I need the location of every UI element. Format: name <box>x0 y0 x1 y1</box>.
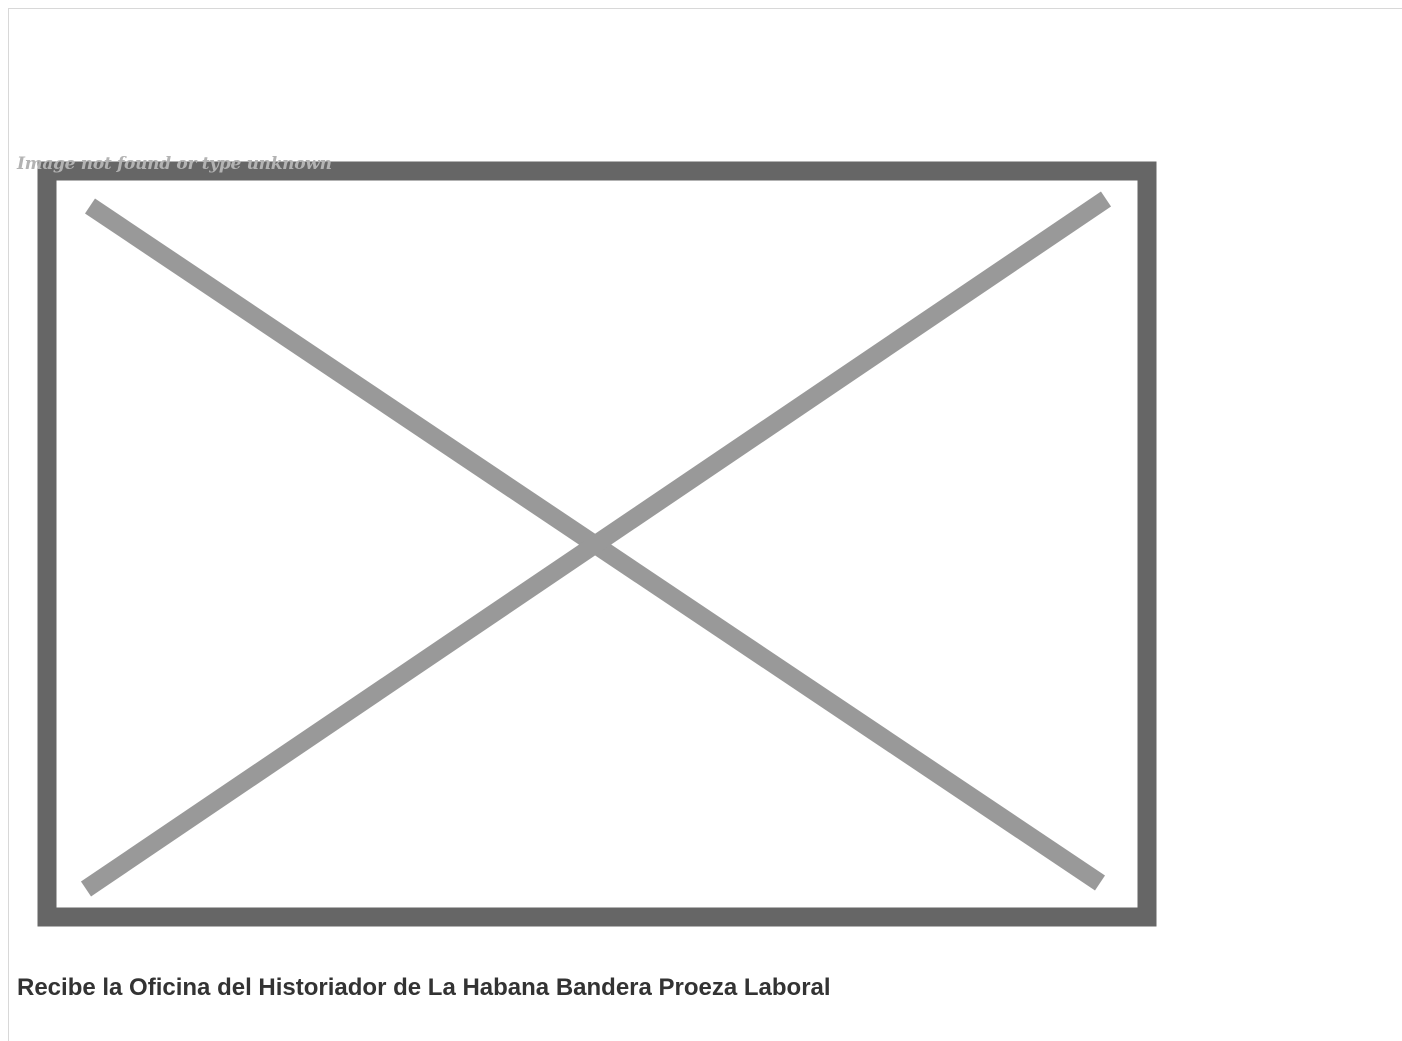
article-title[interactable]: Recibe la Oficina del Historiador de La … <box>17 974 831 1001</box>
broken-image-frame <box>37 161 1157 927</box>
image-alt-text: Image not found or type unknown <box>17 154 332 174</box>
broken-image-cross-stroke <box>80 191 1112 897</box>
